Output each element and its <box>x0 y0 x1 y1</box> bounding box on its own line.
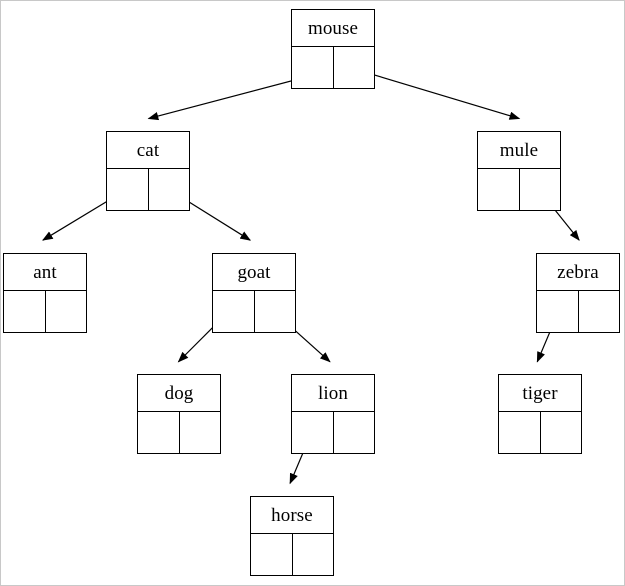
node-label-cat: cat <box>107 132 189 169</box>
node-left-pointer-mule[interactable] <box>478 169 520 210</box>
node-pointers-goat <box>213 291 295 332</box>
node-left-pointer-ant[interactable] <box>4 291 46 332</box>
tree-node-cat[interactable]: cat <box>106 131 190 211</box>
node-left-pointer-horse[interactable] <box>251 534 293 575</box>
node-pointers-mule <box>478 169 560 210</box>
node-label-lion: lion <box>292 375 374 412</box>
tree-node-goat[interactable]: goat <box>212 253 296 333</box>
node-pointers-dog <box>138 412 220 453</box>
node-right-pointer-cat[interactable] <box>149 169 190 210</box>
node-left-pointer-zebra[interactable] <box>537 291 579 332</box>
node-label-dog: dog <box>138 375 220 412</box>
tree-node-zebra[interactable]: zebra <box>536 253 620 333</box>
tree-node-lion[interactable]: lion <box>291 374 375 454</box>
node-left-pointer-mouse[interactable] <box>292 47 334 88</box>
node-right-pointer-dog[interactable] <box>180 412 221 453</box>
node-label-ant: ant <box>4 254 86 291</box>
tree-node-mule[interactable]: mule <box>477 131 561 211</box>
node-left-pointer-lion[interactable] <box>292 412 334 453</box>
node-pointers-lion <box>292 412 374 453</box>
node-pointers-cat <box>107 169 189 210</box>
node-right-pointer-mouse[interactable] <box>334 47 375 88</box>
node-pointers-mouse <box>292 47 374 88</box>
tree-node-mouse[interactable]: mouse <box>291 9 375 89</box>
node-left-pointer-goat[interactable] <box>213 291 255 332</box>
tree-node-ant[interactable]: ant <box>3 253 87 333</box>
node-left-pointer-dog[interactable] <box>138 412 180 453</box>
node-pointers-tiger <box>499 412 581 453</box>
tree-node-tiger[interactable]: tiger <box>498 374 582 454</box>
tree-node-horse[interactable]: horse <box>250 496 334 576</box>
node-pointers-horse <box>251 534 333 575</box>
node-right-pointer-mule[interactable] <box>520 169 561 210</box>
node-right-pointer-tiger[interactable] <box>541 412 582 453</box>
node-pointers-ant <box>4 291 86 332</box>
node-left-pointer-tiger[interactable] <box>499 412 541 453</box>
node-label-tiger: tiger <box>499 375 581 412</box>
node-label-mule: mule <box>478 132 560 169</box>
node-left-pointer-cat[interactable] <box>107 169 149 210</box>
node-label-zebra: zebra <box>537 254 619 291</box>
node-label-horse: horse <box>251 497 333 534</box>
node-right-pointer-horse[interactable] <box>293 534 334 575</box>
node-right-pointer-goat[interactable] <box>255 291 296 332</box>
node-label-mouse: mouse <box>292 10 374 47</box>
tree-node-dog[interactable]: dog <box>137 374 221 454</box>
node-label-goat: goat <box>213 254 295 291</box>
node-right-pointer-zebra[interactable] <box>579 291 620 332</box>
tree-edge-mouse-right-to-mule <box>353 68 521 120</box>
node-right-pointer-lion[interactable] <box>334 412 375 453</box>
node-pointers-zebra <box>537 291 619 332</box>
node-right-pointer-ant[interactable] <box>46 291 87 332</box>
